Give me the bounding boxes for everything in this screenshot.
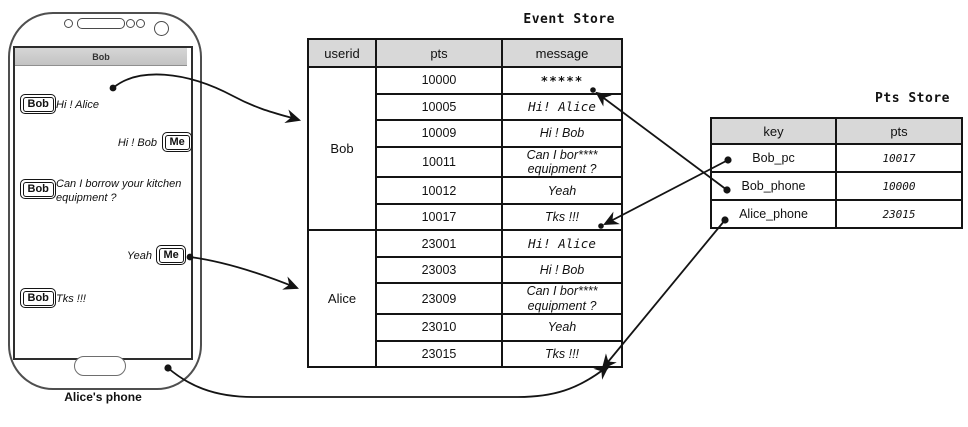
chat-message: Yeah [126, 250, 152, 262]
chat-message: Can I borrow your kitchen equipment ? [56, 178, 182, 204]
message-cell: Can I bor**** equipment ? [501, 145, 623, 179]
message-cell: Hi ! Bob [501, 255, 623, 285]
sender-chip-me[interactable]: Me [162, 132, 193, 152]
phone-caption: Alice's phone [64, 390, 142, 404]
table-row: 10011 Can I bor**** equipment ? [308, 145, 623, 179]
message-cell: Can I bor**** equipment ? [501, 282, 623, 315]
chat-message: Tks !!! [56, 293, 86, 305]
column-header-userid: userid [307, 38, 377, 68]
message-cell: Hi! Alice [501, 92, 623, 121]
phone-sensor-icon [126, 19, 135, 28]
table-header-row: key pts [710, 117, 963, 145]
userid-cell: Alice [307, 229, 377, 368]
sender-chip-bob[interactable]: Bob [20, 94, 57, 114]
table-row: Bob_phone 10000 [710, 171, 963, 201]
chat-title: Bob [92, 51, 110, 62]
pts-cell: 10011 [375, 145, 503, 179]
table-row: Alice 23001 Hi! Alice [307, 229, 623, 368]
pts-store-table: key pts Bob_pc 10017 Bob_phone 10000 Ali… [710, 117, 963, 229]
table-row: Alice_phone 23015 [710, 199, 963, 229]
message-cell: Tks !!! [501, 202, 623, 232]
message-cell: Hi ! Bob [501, 119, 623, 148]
pts-cell: 23010 [375, 313, 503, 342]
table-row: 10017 Tks !!! [308, 202, 623, 232]
message-cell: Yeah [501, 176, 623, 205]
pts-cell: 23003 [375, 255, 503, 285]
table-header-row: userid pts message [307, 38, 623, 68]
phone-sensor-icon [136, 19, 145, 28]
sender-chip-me[interactable]: Me [156, 245, 187, 265]
pts-cell: 10005 [375, 92, 503, 121]
chat-message: Hi ! Bob [117, 137, 157, 149]
message-cell: Tks !!! [501, 339, 623, 368]
pts-cell: 23009 [375, 282, 503, 315]
phone-sensor-icon [64, 19, 73, 28]
chat-title-bar: Bob [15, 48, 187, 66]
message-cell: Hi! Alice [501, 229, 623, 258]
phone-camera-icon [154, 21, 169, 36]
arrow-me-message-to-event-store [189, 256, 299, 290]
key-cell: Bob_phone [710, 171, 837, 201]
sender-chip-bob[interactable]: Bob [20, 288, 57, 308]
phone-speaker-icon [77, 18, 125, 29]
pts-cell: 23015 [375, 339, 503, 368]
sender-chip-bob[interactable]: Bob [20, 179, 57, 199]
phone-home-button[interactable] [74, 356, 126, 376]
chat-message: Hi ! Alice [56, 99, 99, 111]
column-header-pts: pts [835, 117, 963, 145]
table-row: Bob 10000 ***** [307, 65, 623, 232]
event-store-table: userid pts message Bob 10000 ***** 10005… [307, 38, 623, 368]
arrow-phone-to-row-23015 [167, 364, 610, 398]
pts-cell: 10017 [835, 143, 963, 173]
column-header-message: message [501, 38, 623, 68]
pts-cell: 23001 [375, 229, 503, 258]
message-cell: ***** [501, 66, 623, 95]
message-cell: Yeah [501, 313, 623, 342]
pts-cell: 10000 [375, 66, 503, 95]
column-header-key: key [710, 117, 837, 145]
pts-store-title: Pts Store [875, 91, 950, 106]
table-row: 23010 Yeah [308, 313, 623, 342]
pts-cell: 10000 [835, 171, 963, 201]
key-cell: Alice_phone [710, 199, 837, 229]
column-header-pts: pts [375, 38, 503, 68]
key-cell: Bob_pc [710, 143, 837, 173]
pts-cell: 10009 [375, 119, 503, 148]
userid-cell: Bob [307, 65, 377, 232]
pts-cell: 10012 [375, 176, 503, 205]
pts-cell: 23015 [835, 199, 963, 229]
pts-cell: 10017 [375, 202, 503, 232]
event-store-title: Event Store [523, 12, 615, 27]
table-row: Bob_pc 10017 [710, 143, 963, 173]
